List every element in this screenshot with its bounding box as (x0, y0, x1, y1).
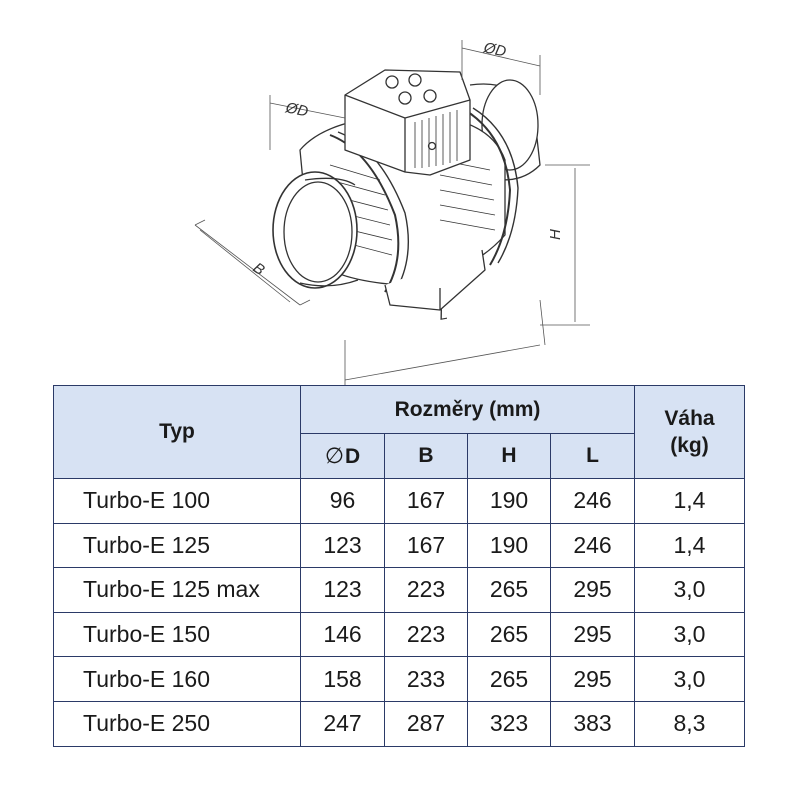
cell-d: 146 (300, 611, 385, 658)
gland-1 (385, 75, 399, 89)
header-dimensions: Rozměry (mm) (300, 385, 635, 434)
dim-label-l: L (438, 306, 449, 324)
cell-d: 247 (300, 700, 385, 747)
fan-technical-drawing: ØD ØD B H L (194, 39, 590, 385)
cell-typ: Turbo-E 160 (53, 656, 301, 702)
cell-b: 287 (384, 700, 468, 747)
cell-b: 167 (384, 478, 468, 524)
gland-4 (423, 89, 437, 103)
cell-weight: 3,0 (634, 611, 745, 658)
cell-l: 383 (550, 700, 635, 747)
table-row: Turbo-E 125 123 167 190 246 1,4 (53, 522, 745, 569)
header-h: H (467, 433, 551, 479)
diameter-icon: ∅ (324, 443, 344, 468)
table-row: Turbo-E 160 158 233 265 295 3,0 (53, 656, 745, 702)
table-row: Turbo-E 250 247 287 323 383 8,3 (53, 700, 745, 747)
cell-b: 223 (384, 611, 468, 658)
table-row: Turbo-E 100 96 167 190 246 1,4 (53, 478, 745, 524)
gland-2 (408, 73, 422, 87)
cell-l: 295 (550, 611, 635, 658)
terminal-box (344, 69, 471, 176)
cell-h: 190 (467, 478, 551, 524)
cell-weight: 3,0 (634, 656, 745, 702)
cell-weight: 3,0 (634, 567, 745, 613)
cell-typ: Turbo-E 100 (53, 478, 301, 524)
body-hatching (329, 159, 496, 256)
header-d: ∅D (300, 433, 385, 479)
cell-h: 190 (467, 522, 551, 569)
cell-h: 323 (467, 700, 551, 747)
cell-weight: 1,4 (634, 522, 745, 569)
cell-d: 123 (300, 522, 385, 569)
cell-h: 265 (467, 656, 551, 702)
table-row: Turbo-E 125 max 123 223 265 295 3,0 (53, 567, 745, 613)
cell-typ: Turbo-E 125 max (53, 567, 301, 613)
cell-weight: 1,4 (634, 478, 745, 524)
spec-table: Typ Rozměry (mm) Váha (kg) ∅D B H L Turb… (53, 385, 745, 747)
dim-label-diameter-top: ØD (481, 39, 508, 61)
cell-typ: Turbo-E 250 (53, 700, 301, 747)
cell-b: 233 (384, 656, 468, 702)
cell-typ: Turbo-E 150 (53, 611, 301, 658)
gland-3 (398, 91, 412, 105)
cell-b: 167 (384, 522, 468, 569)
band-right (464, 109, 511, 266)
cell-l: 246 (550, 522, 635, 569)
left-inlet-inner (283, 181, 353, 283)
cell-b: 223 (384, 567, 468, 613)
header-row-2: ∅D B H L (54, 433, 745, 479)
cell-weight: 8,3 (634, 700, 745, 747)
table-row: Turbo-E 150 146 223 265 295 3,0 (53, 611, 745, 658)
cell-l: 295 (550, 656, 635, 702)
dim-label-diameter-left: ØD (283, 99, 310, 121)
dim-label-b: B (250, 259, 268, 279)
band-right-2 (472, 107, 519, 264)
terminal-ribs (414, 110, 458, 168)
header-l: L (550, 433, 635, 479)
screw-icon (427, 141, 437, 151)
header-typ: Typ (53, 385, 301, 479)
cell-l: 295 (550, 567, 635, 613)
cell-d: 158 (300, 656, 385, 702)
cell-h: 265 (467, 611, 551, 658)
cell-typ: Turbo-E 125 (53, 522, 301, 569)
cell-d: 96 (300, 478, 385, 524)
cell-d: 123 (300, 567, 385, 613)
header-b: B (384, 433, 468, 479)
header-d-label: D (345, 445, 361, 468)
header-weight: Váha (kg) (634, 385, 745, 479)
header-row-1: Typ Rozměry (mm) Váha (kg) (53, 385, 745, 479)
cell-h: 265 (467, 567, 551, 613)
cell-l: 246 (550, 478, 635, 524)
dim-label-h: H (547, 229, 564, 240)
